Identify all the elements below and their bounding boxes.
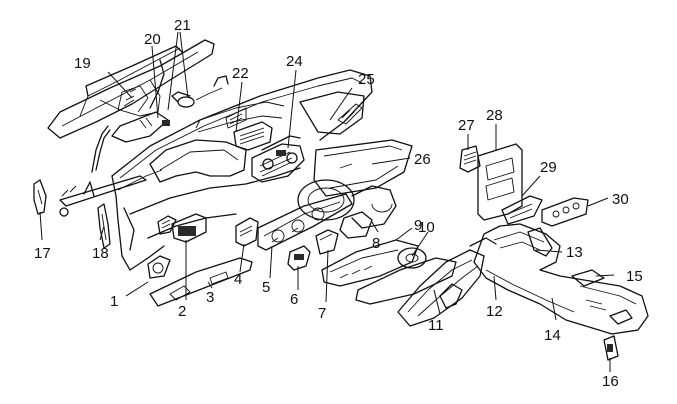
callout-5: 5 <box>262 279 270 296</box>
lower-shroud-drawing <box>397 237 497 327</box>
defroster-duct-drawing <box>47 39 229 143</box>
callout-3: 3 <box>206 289 214 306</box>
callout-27: 27 <box>458 117 475 134</box>
callout-29: 29 <box>540 159 557 176</box>
switch-panel-drawing <box>459 143 589 227</box>
callout-26: 26 <box>414 151 431 168</box>
callout-22: 22 <box>232 65 249 82</box>
callout-6: 6 <box>290 291 298 308</box>
callout-2: 2 <box>178 303 186 320</box>
callout-12: 12 <box>486 303 503 320</box>
callout-15: 15 <box>626 268 643 285</box>
cluster-bezel-drawing <box>257 193 353 271</box>
callout-7: 7 <box>318 305 326 322</box>
callout-30: 30 <box>612 191 629 208</box>
callout-11: 11 <box>428 317 444 334</box>
glove-box-drawing <box>313 139 413 197</box>
callout-14: 14 <box>544 327 561 344</box>
callout-16: 16 <box>602 373 619 390</box>
callout-8: 8 <box>372 235 380 252</box>
callout-13: 13 <box>566 244 583 261</box>
callout-18: 18 <box>92 245 109 262</box>
callout-25: 25 <box>358 71 375 88</box>
callout-1: 1 <box>110 293 118 310</box>
callout-9: 9 <box>414 217 422 234</box>
callout-19: 19 <box>74 55 91 72</box>
column-cover-drawing <box>297 179 457 305</box>
callout-4: 4 <box>234 271 242 288</box>
callout-10: 10 <box>418 219 435 236</box>
callout-21: 21 <box>174 17 191 34</box>
callout-28: 28 <box>486 107 503 124</box>
leader-lines <box>39 31 615 372</box>
side-brace-drawing <box>33 125 147 249</box>
callout-labels: 1 2 3 4 5 6 7 8 9 10 11 12 13 14 15 16 1… <box>34 17 643 390</box>
callout-24: 24 <box>286 53 303 70</box>
callout-17: 17 <box>34 245 51 262</box>
dashboard-panel-drawing <box>111 69 373 271</box>
lower-trim-drawing <box>147 213 259 307</box>
callout-20: 20 <box>144 31 161 48</box>
center-console-drawing <box>473 223 649 361</box>
